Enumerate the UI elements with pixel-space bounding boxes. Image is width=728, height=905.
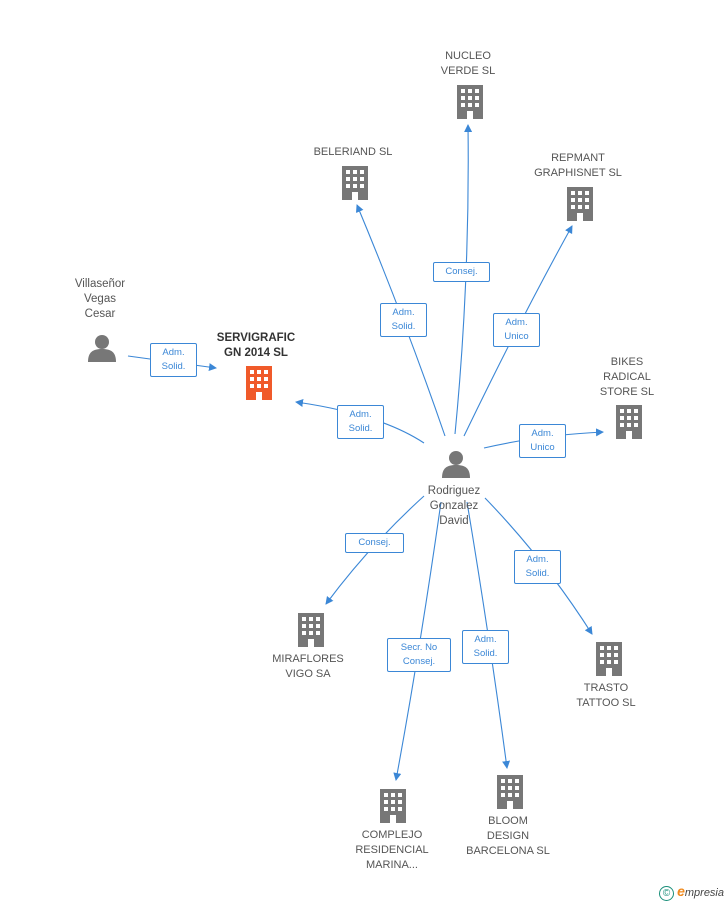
building-icon[interactable] [457,85,483,119]
edge-label-center-miraflores: Consej. [345,533,404,553]
company-label-servigrafic[interactable]: SERVIGRAFIC GN 2014 SL [216,332,296,359]
company-label-repmant[interactable]: REPMANT GRAPHISNET SL [534,152,622,179]
brand-logo-initial: e [677,883,685,899]
person-label-villasenor[interactable]: Villaseñor Vegas Cesar [74,278,126,320]
person-label-rodriguez[interactable]: Rodriguez Gonzalez David [427,485,481,527]
building-icon[interactable] [380,789,406,823]
brand-logo-text: mpresia [684,887,724,899]
edge-label-center-servigrafic: Adm. Solid. [337,405,384,439]
company-label-bikes[interactable]: BIKES RADICAL STORE SL [599,356,655,398]
edge-label-center-complejo: Secr. No Consej. [387,638,451,672]
edge-label-center-trasto: Adm. Solid. [514,550,561,584]
building-icon[interactable] [567,187,593,221]
edge-label-center-beleriand: Adm. Solid. [380,303,427,337]
building-icon[interactable] [497,775,523,809]
edge-label-villasenor-servigrafic: Adm. Solid. [150,343,197,377]
building-icon[interactable] [616,405,642,439]
person-icon[interactable] [88,335,116,362]
empresia-watermark: ©empresia [659,883,724,901]
edge-label-center-repmant: Adm. Unico [493,313,540,347]
company-label-complejo[interactable]: COMPLEJO RESIDENCIAL MARINA... [355,829,429,871]
edge-label-center-bloom: Adm. Solid. [462,630,509,664]
building-icon[interactable] [342,166,368,200]
company-label-miraflores[interactable]: MIRAFLORES VIGO SA [272,653,344,680]
building-icon[interactable] [246,366,272,400]
building-icon[interactable] [596,642,622,676]
company-label-beleriand[interactable]: BELERIAND SL [313,146,393,158]
company-label-nucleo-verde[interactable]: NUCLEO VERDE SL [440,50,496,77]
person-icon[interactable] [442,451,470,478]
building-icon[interactable] [298,613,324,647]
copyright-icon: © [659,886,675,901]
company-label-trasto[interactable]: TRASTO TATTOO SL [576,682,636,709]
company-label-bloom[interactable]: BLOOM DESIGN BARCELONA SL [466,815,550,857]
edge-label-center-bikes: Adm. Unico [519,424,566,458]
edge-label-center-nucleo: Consej. [433,262,490,282]
